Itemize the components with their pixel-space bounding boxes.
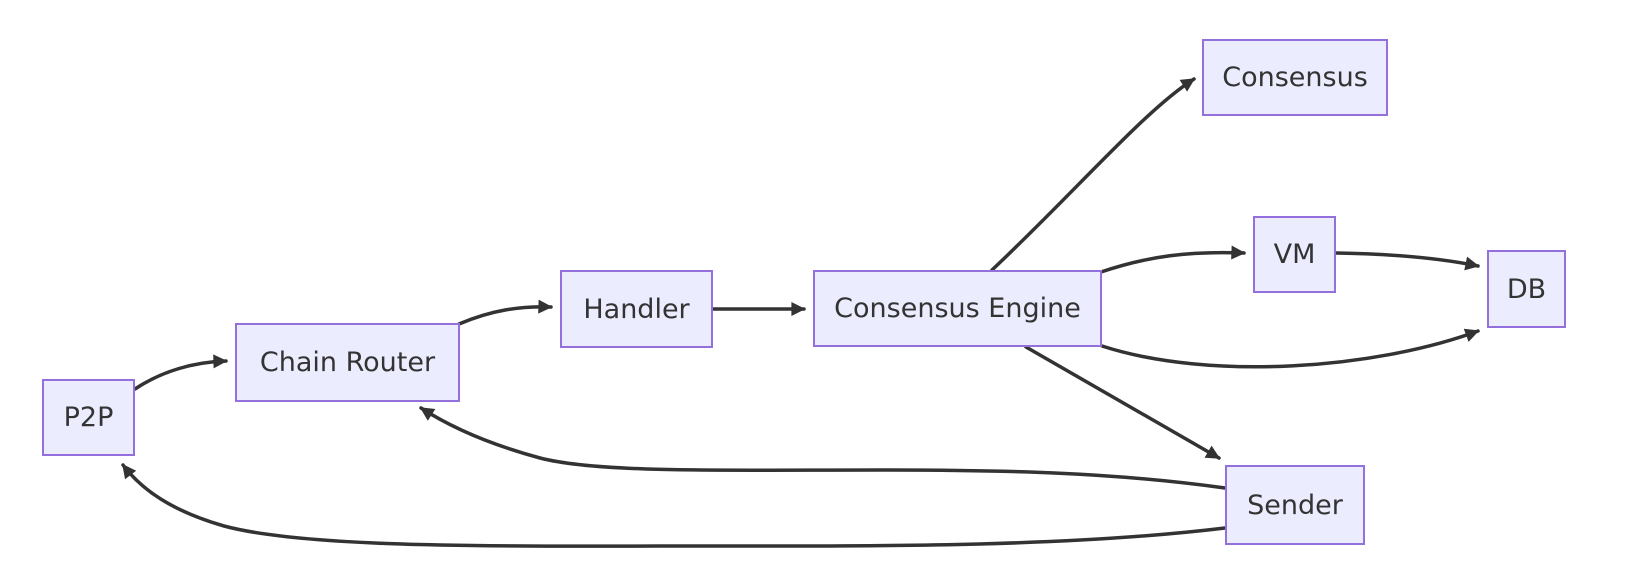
- node-db-label: DB: [1506, 273, 1547, 305]
- node-sender-label: Sender: [1247, 489, 1343, 521]
- node-consensus-label: Consensus: [1222, 62, 1368, 93]
- edge-vm-to-db: [1334, 251, 1480, 271]
- node-chain-router: Chain Router: [235, 323, 460, 402]
- node-p2p-label: P2P: [63, 402, 114, 433]
- node-consensus-engine-label: Consensus Engine: [834, 293, 1081, 324]
- edge-sender-to-chain-router: [419, 406, 1227, 490]
- node-db: DB: [1487, 250, 1566, 328]
- node-sender: Sender: [1225, 465, 1365, 545]
- edge-chain-router-to-handler: [457, 299, 553, 326]
- edge-consensus-engine-to-vm: [1099, 245, 1246, 274]
- node-consensus: Consensus: [1202, 39, 1388, 116]
- edge-consensus-engine-to-db: [1100, 328, 1480, 369]
- node-handler: Handler: [560, 270, 713, 348]
- edge-p2p-to-chain-router: [133, 354, 228, 391]
- node-chain-router-label: Chain Router: [259, 347, 436, 378]
- edge-consensus-engine-to-consensus: [990, 77, 1196, 272]
- edge-sender-to-p2p: [121, 463, 1227, 548]
- node-consensus-engine: Consensus Engine: [813, 270, 1102, 347]
- node-vm-label: VM: [1273, 239, 1316, 270]
- edge-consensus-engine-to-sender: [1024, 345, 1221, 460]
- node-handler-label: Handler: [583, 293, 690, 325]
- node-p2p: P2P: [42, 379, 135, 456]
- node-vm: VM: [1253, 216, 1336, 293]
